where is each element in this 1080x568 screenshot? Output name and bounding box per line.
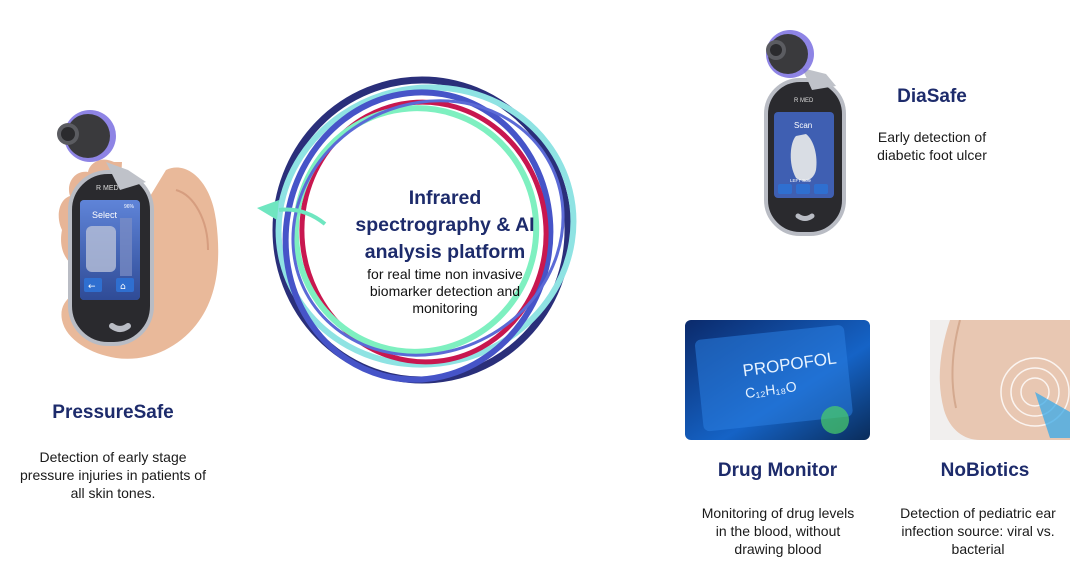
ring-thin [291, 99, 565, 357]
nobiotics-desc-line: Detection of pediatric ear [900, 505, 1056, 521]
pressuresafe-desc-line: all skin tones. [70, 485, 156, 501]
nobiotics-image [930, 320, 1070, 440]
platform-title-line: Infrared [408, 187, 482, 209]
home-icon: ⌂ [120, 282, 126, 292]
pressuresafe-description: Detection of early stage pressure injuri… [0, 448, 226, 502]
diasafe-title: DiaSafe [897, 86, 967, 107]
nobiotics-desc-line: infection source: viral vs. [901, 523, 1055, 539]
platform-subtitle-line: monitoring [412, 300, 478, 316]
ring-cyan [275, 84, 577, 368]
nobiotics-desc-line: bacterial [951, 541, 1005, 557]
diasafe-desc-line: diabetic foot ulcer [877, 147, 987, 163]
platform-subtitle-line: for real time non invasive [367, 266, 523, 282]
diasafe-description: Early detection of diabetic foot ulcer [852, 128, 1012, 164]
pressuresafe-desc-line: Detection of early stage [39, 449, 187, 465]
drugmonitor-desc-line: Monitoring of drug levels [701, 505, 855, 521]
ring-blue [282, 89, 554, 383]
pressuresafe-title: PressureSafe [52, 402, 174, 423]
drugmonitor-description: Monitoring of drug levels in the blood, … [680, 504, 876, 558]
platform-rings-graphic [272, 76, 577, 384]
diasafe-screen-label: Scan [794, 121, 812, 130]
diasafe-desc-line: Early detection of [877, 129, 987, 145]
nobiotics-description: Detection of pediatric ear infection sou… [880, 504, 1076, 558]
drugmonitor-desc-line: in the blood, without [715, 523, 841, 539]
diasafe-device-image: R MED Scan LEFT Sole [764, 30, 846, 236]
drugmonitor-desc-line: drawing blood [734, 541, 822, 557]
left-arrow-icon [257, 200, 327, 226]
pressuresafe-screen-label: Select [92, 210, 118, 220]
pressuresafe-desc-line: pressure injuries in patients of [20, 467, 206, 483]
diasafe-screen-sub: LEFT Sole [790, 178, 812, 183]
drugmonitor-image-formula: C₁₂H₁₈O [744, 378, 798, 401]
platform-subtitle-line: biomarker detection and [369, 283, 521, 299]
pressuresafe-device-image: R MED Select 96% ← ⌂ [57, 110, 219, 359]
drugmonitor-title: Drug Monitor [717, 460, 838, 481]
pressuresafe-battery: 96% [124, 204, 135, 210]
platform-title-line: spectrography & AI [355, 214, 535, 236]
diasafe-device-brand: R MED [794, 98, 814, 104]
drugmonitor-image: PROPOFOL C₁₂H₁₈O [685, 320, 870, 440]
nobiotics-title: NoBiotics [940, 460, 1030, 481]
platform-title-line: analysis platform [364, 241, 526, 263]
pressuresafe-device-brand: R MED [96, 185, 119, 192]
platform-center-text: Infrared spectrography & AI analysis pla… [340, 185, 550, 317]
back-arrow-icon: ← [88, 282, 96, 292]
